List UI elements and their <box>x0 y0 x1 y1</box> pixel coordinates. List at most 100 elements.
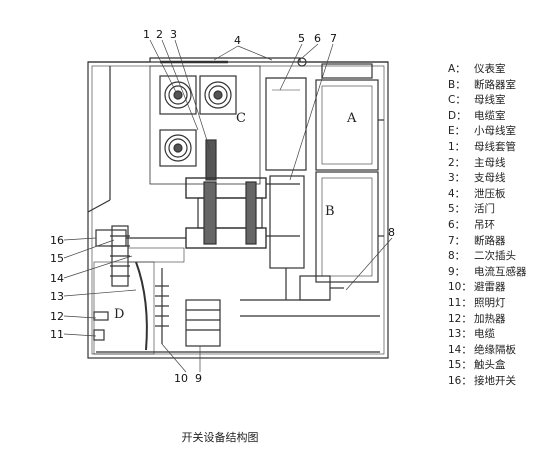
callout-8: 8 <box>388 226 395 239</box>
legend-text: 母线室 <box>474 94 506 107</box>
legend-text: 二次插头 <box>474 250 516 263</box>
legend-item: 1： 母线套管 <box>448 140 560 156</box>
legend-code: 2： <box>448 156 466 169</box>
legend-code: 9： <box>448 265 466 278</box>
legend-code: 10： <box>448 281 472 294</box>
legend-item: 15：触头盒 <box>448 358 560 374</box>
legend-code: 4： <box>448 187 466 200</box>
legend-text: 接地开关 <box>474 374 516 387</box>
small-bus-room-box <box>321 63 373 79</box>
legend-text: 泄压板 <box>474 187 506 200</box>
figure-caption: 开关设备结构图 <box>181 431 259 444</box>
callout-16: 16 <box>50 234 64 247</box>
legend-item: 10：避雷器 <box>448 280 560 296</box>
bus-bushing-lower <box>159 129 197 167</box>
cable-room <box>93 261 155 355</box>
legend-text: 绝缘隔板 <box>474 343 516 356</box>
legend-text: 主母线 <box>474 156 506 169</box>
legend-item: 11：照明灯 <box>448 296 560 312</box>
legend-item: 4： 泄压板 <box>448 187 560 203</box>
legend-code: 13： <box>448 328 472 341</box>
callout-11: 11 <box>50 328 64 341</box>
callout-3: 3 <box>170 28 177 41</box>
legend-text: 避雷器 <box>474 281 506 294</box>
switchgear-structure-diagram: A B C D 1 2 3 4 5 6 7 8 9 10 11 12 13 14… <box>50 28 395 385</box>
shutter-panel <box>265 77 307 171</box>
legend-code: 6： <box>448 218 466 231</box>
callout-14: 14 <box>50 272 64 285</box>
secondary-plug <box>299 275 331 301</box>
cable <box>135 261 148 351</box>
legend-item: 9：电流互感器 <box>448 265 560 281</box>
insulation-partition <box>127 247 185 263</box>
legend-text: 断路器室 <box>474 78 516 91</box>
callout-4: 4 <box>234 34 241 47</box>
legend-code: B： <box>448 78 466 91</box>
legend-item: A： 仪表室 <box>448 62 560 78</box>
legend-text: 断路器 <box>474 234 506 247</box>
legend-item: 13：电缆 <box>448 327 560 343</box>
legend-item: 6： 吊环 <box>448 218 560 234</box>
legend-item: 8： 二次插头 <box>448 249 560 265</box>
legend-text: 仪表室 <box>474 63 506 75</box>
legend-code: D： <box>448 109 467 122</box>
legend-code: A： <box>448 63 466 75</box>
breaker-room-door <box>315 171 379 283</box>
legend-item: 2： 主母线 <box>448 156 560 172</box>
callout-12: 12 <box>50 310 64 323</box>
legend-item: B： 断路器室 <box>448 78 560 94</box>
zone-label-c: C <box>236 111 246 126</box>
legend-code: 1： <box>448 140 466 153</box>
callout-5: 5 <box>298 32 305 45</box>
legend-item: 7： 断路器 <box>448 234 560 250</box>
legend-code: 8： <box>448 250 466 263</box>
heater <box>93 311 109 321</box>
callout-6: 6 <box>314 32 321 45</box>
legend-item: 16：接地开关 <box>448 374 560 390</box>
cabinet-roof <box>88 57 388 63</box>
legend-text: 母线套管 <box>474 140 516 153</box>
leader-lines <box>63 39 393 373</box>
legend-code: 14： <box>448 343 472 356</box>
contact-box <box>110 225 130 287</box>
current-transformer <box>185 299 221 347</box>
legend-code: C： <box>448 94 466 107</box>
legend-code: 7： <box>448 234 466 247</box>
callout-13: 13 <box>50 290 64 303</box>
callout-15: 15 <box>50 252 64 265</box>
zone-label-b: B <box>325 204 335 219</box>
branch-busbar <box>205 139 217 181</box>
legend-text: 电缆室 <box>474 109 506 122</box>
legend-text: 小母线室 <box>474 125 516 138</box>
legend-text: 吊环 <box>474 218 495 231</box>
legend-item: 12：加热器 <box>448 312 560 328</box>
legend-item: C： 母线室 <box>448 93 560 109</box>
legend-code: 5： <box>448 203 466 216</box>
legend-text: 触头盒 <box>474 359 506 372</box>
lighting-lamp <box>93 329 105 341</box>
legend-code: 15： <box>448 359 472 372</box>
surge-arrester <box>155 268 169 344</box>
legend-text: 照明灯 <box>474 296 506 309</box>
callout-2: 2 <box>156 28 163 41</box>
legend-text: 电缆 <box>474 328 495 341</box>
legend-text: 支母线 <box>474 172 506 185</box>
zone-label-d: D <box>114 307 124 322</box>
legend-code: 3： <box>448 172 466 185</box>
callout-9: 9 <box>195 372 202 385</box>
legend-code: 11： <box>448 296 472 309</box>
bus-bushing-top-right <box>199 75 237 115</box>
legend-item: 5： 活门 <box>448 202 560 218</box>
earthing-switch <box>95 229 127 247</box>
legend-item: D： 电缆室 <box>448 109 560 125</box>
callout-7: 7 <box>330 32 337 45</box>
bus-bushing-top-left <box>159 75 197 115</box>
legend-text: 活门 <box>474 203 495 216</box>
legend-list: A： 仪表室 B： 断路器室 C： 母线室 D： 电缆室 E： 小母线室 1： 母线套管 2： 主母线 3：… <box>448 62 560 389</box>
legend-item: 3： 支母线 <box>448 171 560 187</box>
legend-item: 14：绝缘隔板 <box>448 343 560 359</box>
instrument-room <box>315 79 379 171</box>
callout-10: 10 <box>174 372 188 385</box>
callout-1: 1 <box>143 28 150 41</box>
legend-code: E： <box>448 125 466 138</box>
